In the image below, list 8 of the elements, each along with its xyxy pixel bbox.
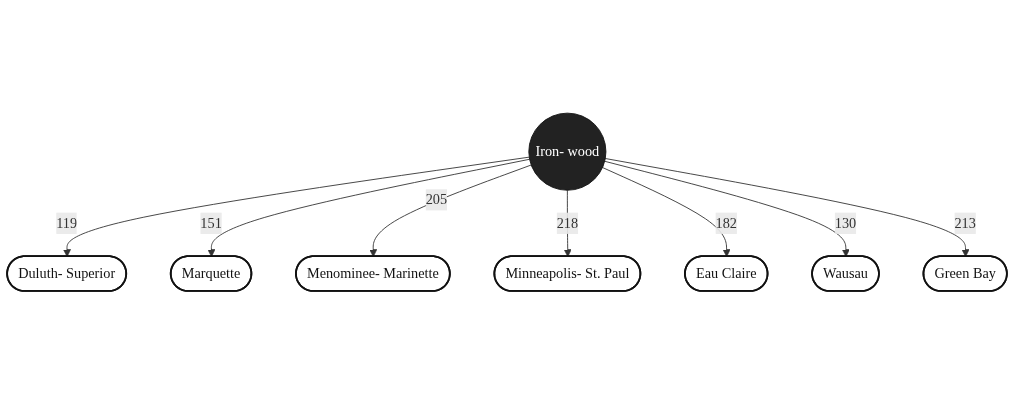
- edge-label: 119: [56, 215, 78, 231]
- edge-label: 218: [556, 215, 579, 231]
- edge-label: 205: [425, 191, 448, 207]
- edge-label: 151: [200, 215, 222, 231]
- edge-label: 130: [834, 215, 857, 231]
- node-circle: Iron- wood: [528, 112, 607, 191]
- edge-label: 213: [954, 215, 976, 231]
- edge-label: 182: [715, 215, 737, 231]
